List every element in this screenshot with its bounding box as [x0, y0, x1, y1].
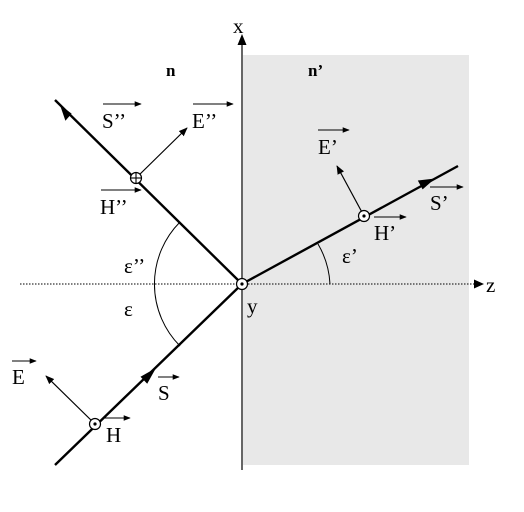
y-axis-label: y	[247, 294, 258, 318]
reflected-ray-arrowhead	[60, 105, 72, 121]
reflected-h-cross-symbol	[129, 171, 143, 185]
z-axis-label: z	[486, 273, 495, 297]
refracted-angle-label: ε’	[342, 244, 358, 268]
reflected-s-label: S’’	[102, 109, 126, 133]
incident-e-label: E	[12, 365, 25, 389]
refracted-h-label: H’	[374, 221, 396, 245]
second-medium-region	[243, 55, 469, 465]
incidence-angle-arc	[153, 221, 181, 347]
reflected-e-vector	[135, 127, 188, 179]
refracted-ray-arrowhead	[417, 178, 435, 190]
refracted-s-label: S’	[430, 191, 449, 215]
reflected-angle-label: ε’’	[124, 254, 145, 278]
incident-s-label: S	[158, 381, 170, 405]
incident-angle-label: ε	[124, 297, 133, 321]
reflected-ray	[54, 99, 243, 285]
z-axis-arrowhead	[474, 279, 484, 289]
vector-overbars	[12, 101, 464, 421]
incident-h-dot-symbol	[88, 417, 102, 431]
refracted-e-vector	[336, 165, 365, 217]
origin-dot-symbol	[235, 277, 249, 291]
incident-h-label: H	[106, 423, 121, 447]
medium-2-index-label: n’	[308, 61, 323, 80]
refracted-e-label: E’	[318, 135, 338, 159]
incident-e-vector	[45, 375, 96, 425]
x-axis-arrowhead	[237, 34, 247, 45]
refraction-angle-arc	[317, 243, 331, 285]
refracted-h-dot-symbol	[357, 209, 371, 223]
reflected-e-label: E’’	[192, 109, 217, 133]
medium-1-index-label: n	[166, 61, 176, 80]
incident-ray-arrowhead	[140, 368, 156, 384]
reflected-h-label: H’’	[100, 195, 128, 219]
x-axis-label: x	[233, 14, 244, 38]
